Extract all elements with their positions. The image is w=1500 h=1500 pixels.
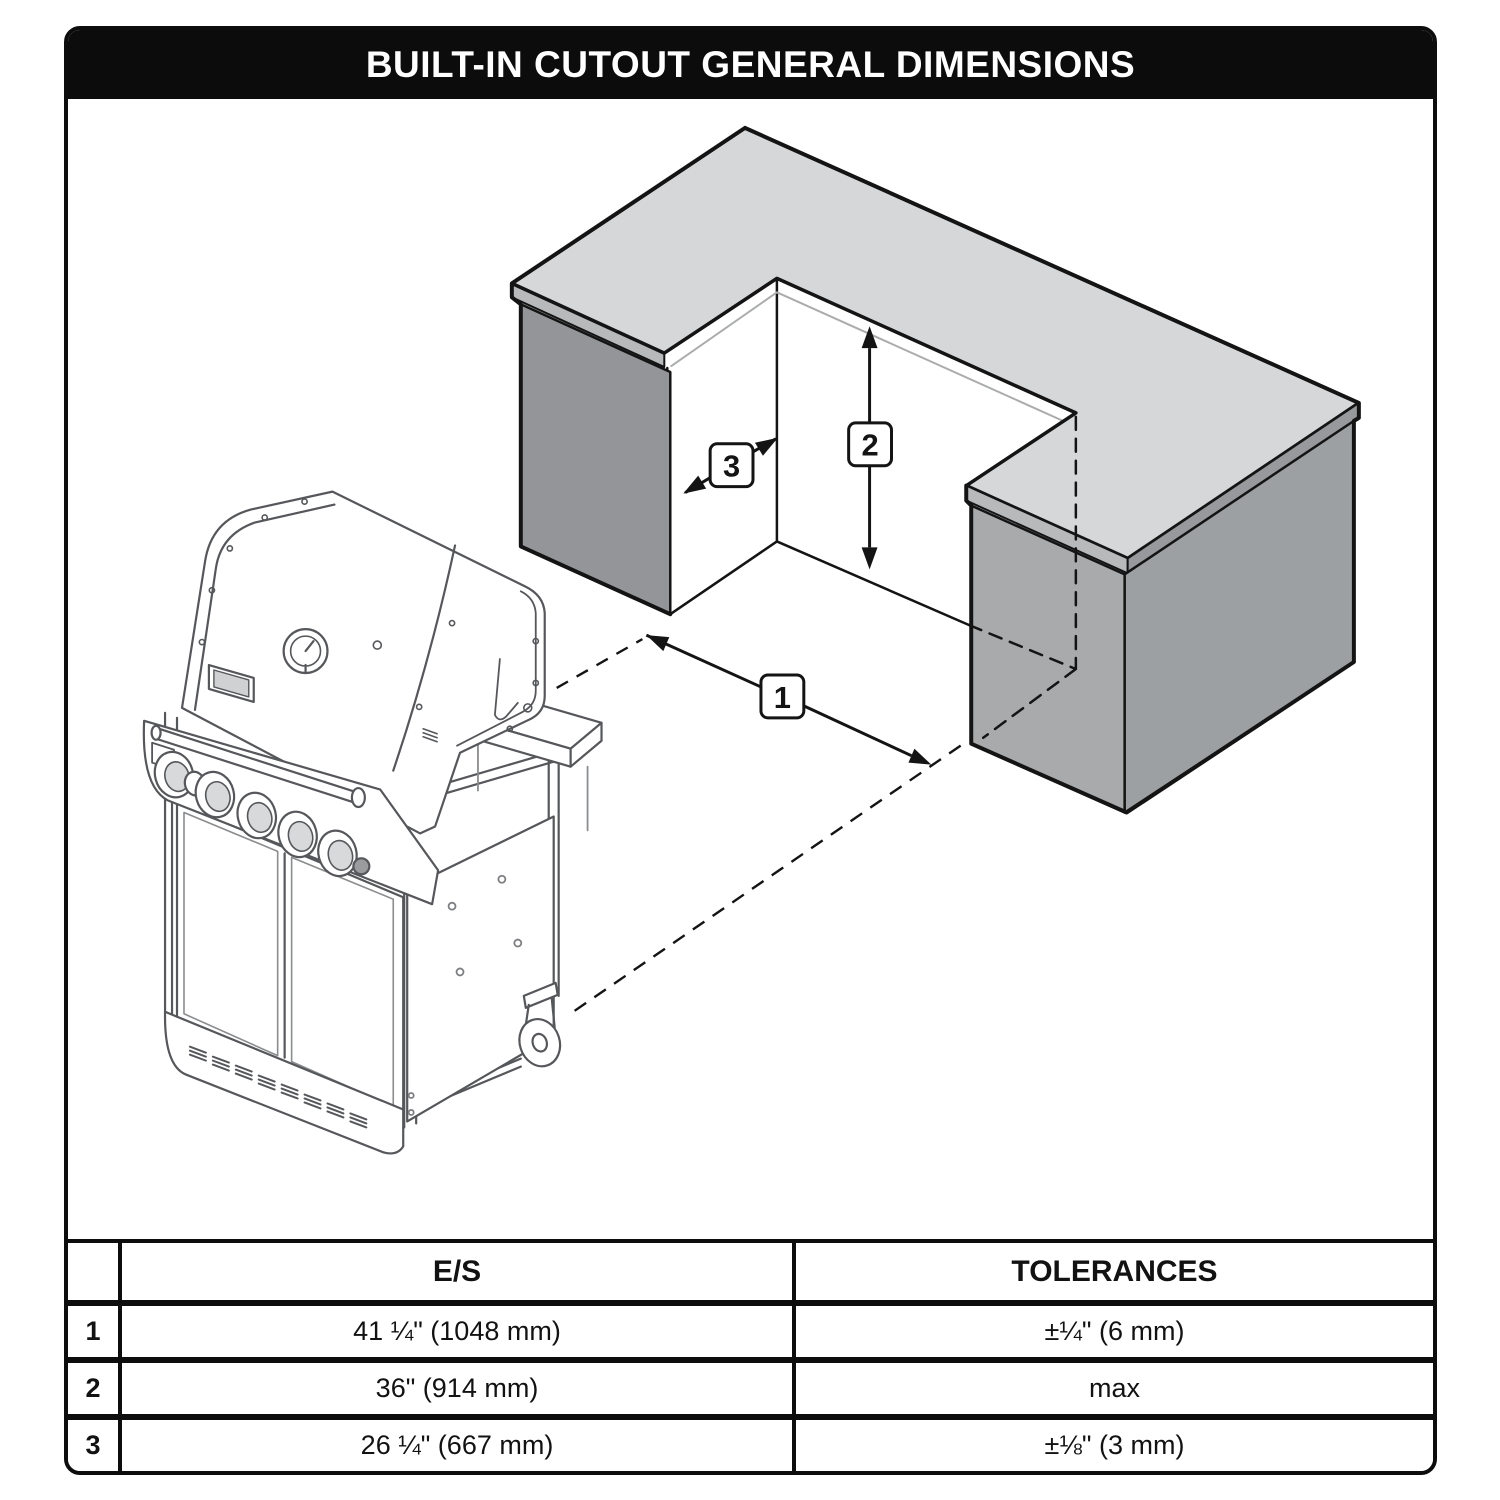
table-row2-num: 2 bbox=[68, 1357, 122, 1414]
projection-line-bottom bbox=[573, 740, 967, 1012]
table-row3-num: 3 bbox=[68, 1414, 122, 1471]
table-header-tolerances: TOLERANCES bbox=[1011, 1254, 1218, 1288]
hidden-cutout-edges bbox=[967, 415, 1078, 740]
table-row2-es: 36" (914 mm) bbox=[122, 1357, 796, 1414]
countertop-underside-line bbox=[670, 291, 1073, 426]
table-header-es: E/S bbox=[122, 1243, 796, 1300]
diagram-area: 2 3 1 bbox=[68, 99, 1433, 1239]
callout-box-3 bbox=[708, 442, 755, 489]
projection-lines bbox=[556, 638, 967, 1012]
grill-knobs bbox=[153, 750, 371, 878]
grill-caster-wheel bbox=[518, 981, 562, 1068]
grill-lid bbox=[180, 490, 546, 835]
grill-illustration bbox=[142, 490, 603, 1155]
cutout-diagram: 2 3 1 bbox=[142, 125, 1361, 1155]
callout-2-label: 2 bbox=[861, 428, 878, 463]
table-row3-tol: ±⅛" (3 mm) bbox=[796, 1414, 1433, 1471]
callout-1-label: 1 bbox=[774, 680, 791, 715]
projection-line-top bbox=[556, 638, 643, 689]
callout-box-1 bbox=[759, 673, 806, 720]
table-row1-es: 41 ¼" (1048 mm) bbox=[122, 1300, 796, 1357]
grill-thermometer bbox=[282, 628, 329, 675]
counter-island bbox=[509, 125, 1361, 815]
content-frame: BUILT-IN CUTOUT GENERAL DIMENSIONS bbox=[64, 26, 1437, 1475]
page-title: BUILT-IN CUTOUT GENERAL DIMENSIONS bbox=[365, 43, 1136, 85]
grill-logo-plate bbox=[207, 663, 255, 703]
dimension-1: 1 bbox=[645, 633, 932, 765]
grill-vent-slats bbox=[188, 1045, 368, 1129]
counter-outline bbox=[509, 125, 1361, 815]
callout-3-label: 3 bbox=[723, 449, 740, 484]
table-row2-tol: max bbox=[796, 1357, 1433, 1414]
table-row1-tol: ±¼" (6 mm) bbox=[796, 1300, 1433, 1357]
table-row3-es: 26 ¼" (667 mm) bbox=[122, 1414, 796, 1471]
table-row1-num: 1 bbox=[68, 1300, 122, 1357]
dimension-3: 3 bbox=[683, 437, 778, 494]
dimensions-table: E/S TOLERANCES 1 41 ¼" (1048 mm) ±¼" (6 … bbox=[68, 1239, 1433, 1471]
dimension-2: 2 bbox=[847, 326, 893, 570]
table-header-blank bbox=[68, 1243, 122, 1300]
callout-box-2 bbox=[847, 421, 893, 468]
title-bar: BUILT-IN CUTOUT GENERAL DIMENSIONS bbox=[68, 30, 1433, 99]
grill-handle-bar bbox=[150, 724, 366, 809]
